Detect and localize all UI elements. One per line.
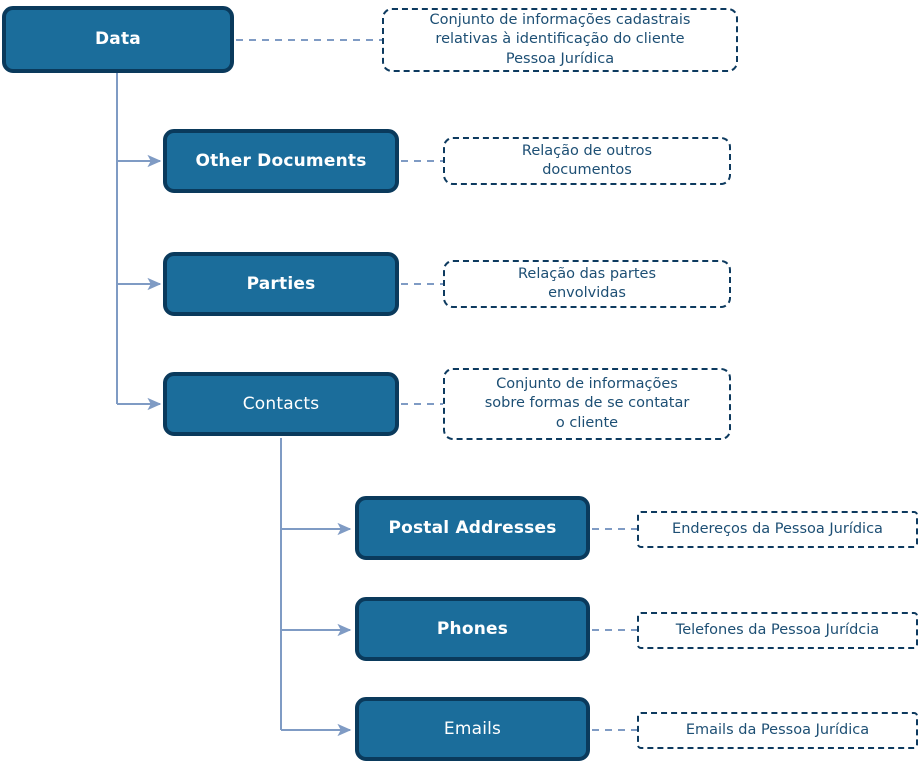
node-postal-addresses[interactable]: Postal Addresses xyxy=(355,496,590,560)
node-data-label: Data xyxy=(95,29,141,50)
note-data: Conjunto de informações cadastrais relat… xyxy=(382,8,738,72)
note-emails-text: Emails da Pessoa Jurídica xyxy=(685,721,870,738)
node-postal-addresses-label: Postal Addresses xyxy=(388,517,557,538)
node-data[interactable]: Data xyxy=(2,6,234,73)
note-parties-text: Relação das partes envolvidas xyxy=(517,265,657,301)
node-parties-label: Parties xyxy=(246,273,316,294)
note-phones-text: Telefones da Pessoa Jurídcia xyxy=(675,621,880,638)
node-contacts[interactable]: Contacts xyxy=(163,372,399,436)
node-contacts-label: Contacts xyxy=(242,393,320,414)
node-phones[interactable]: Phones xyxy=(355,597,590,661)
note-phones: Telefones da Pessoa Jurídcia xyxy=(637,612,918,649)
note-other-documents: Relação de outros documentos xyxy=(443,137,731,185)
node-parties[interactable]: Parties xyxy=(163,252,399,316)
note-parties: Relação das partes envolvidas xyxy=(443,260,731,308)
node-other-documents[interactable]: Other Documents xyxy=(163,129,399,193)
note-contacts-text: Conjunto de informações sobre formas de … xyxy=(484,376,690,431)
node-emails[interactable]: Emails xyxy=(355,697,590,761)
note-emails: Emails da Pessoa Jurídica xyxy=(637,712,918,749)
note-other-documents-text: Relação de outros documentos xyxy=(521,142,653,178)
note-postal-addresses-text: Endereços da Pessoa Jurídica xyxy=(672,520,883,537)
note-contacts: Conjunto de informações sobre formas de … xyxy=(443,368,731,440)
node-phones-label: Phones xyxy=(436,618,509,639)
node-emails-label: Emails xyxy=(443,718,502,739)
note-data-text: Conjunto de informações cadastrais relat… xyxy=(429,12,691,67)
node-other-documents-label: Other Documents xyxy=(195,150,367,171)
note-postal-addresses: Endereços da Pessoa Jurídica xyxy=(637,511,918,548)
